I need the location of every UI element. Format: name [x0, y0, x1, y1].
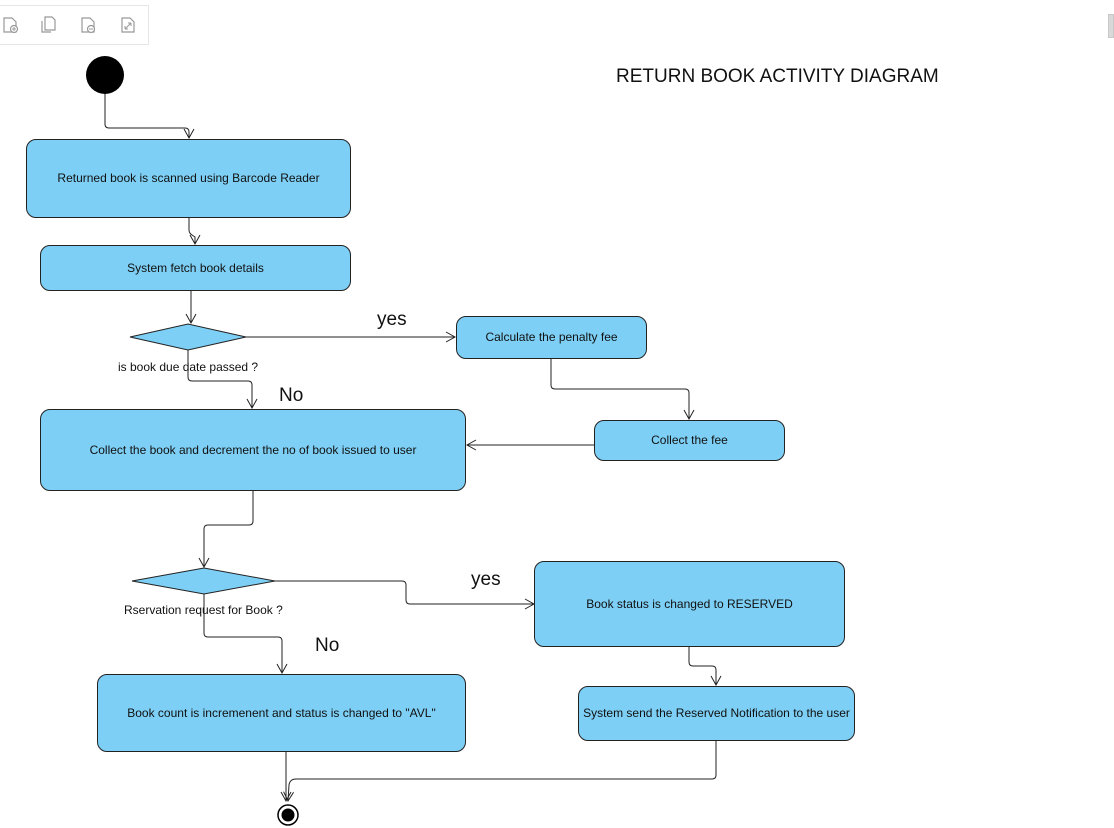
edge-res-yes [275, 580, 536, 610]
action-label: Book count is incremenent and status is … [127, 705, 436, 720]
copy-page-icon[interactable] [39, 15, 59, 35]
edge-penalty-fee [550, 358, 695, 421]
edge-res-no [203, 594, 288, 675]
action-calculate-penalty[interactable]: Calculate the penalty fee [456, 316, 647, 359]
decision-due-date[interactable] [129, 323, 247, 351]
edge-label-due-no: No [279, 385, 304, 406]
toolbar [0, 5, 149, 45]
action-label: Collect the fee [651, 433, 728, 448]
resize-page-icon[interactable] [119, 15, 139, 35]
action-label: Returned book is scanned using Barcode R… [57, 171, 320, 186]
action-collect-fee[interactable]: Collect the fee [594, 420, 785, 461]
edge-scan-fetch [188, 218, 201, 246]
edge-label-res-yes: yes [471, 569, 501, 590]
edge-label-res-no: No [315, 635, 340, 656]
action-scan-book[interactable]: Returned book is scanned using Barcode R… [26, 139, 351, 218]
edge-due-no [187, 350, 258, 410]
initial-node[interactable] [86, 56, 124, 94]
remove-page-icon[interactable] [79, 15, 99, 35]
action-status-reserved[interactable]: Book status is changed to RESERVED [534, 561, 845, 647]
action-label: Book status is changed to RESERVED [586, 596, 793, 611]
action-increment-count[interactable]: Book count is incremenent and status is … [97, 674, 466, 752]
edge-reserved-notify [688, 646, 722, 687]
action-label: System fetch book details [127, 260, 264, 275]
edge-collect-decision2 [198, 490, 254, 569]
decision-due-date-label: is book due date passed ? [118, 360, 259, 374]
action-fetch-details[interactable]: System fetch book details [40, 245, 351, 291]
action-label: Collect the book and decrement the no of… [89, 442, 417, 457]
action-label: Calculate the penalty fee [485, 330, 618, 345]
action-label: System send the Reserved Notification to… [583, 706, 850, 721]
final-node-dot [281, 808, 295, 822]
edge-label-due-yes: yes [377, 309, 407, 330]
decision-reservation[interactable] [131, 567, 276, 595]
diagram-title: RETURN BOOK ACTIVITY DIAGRAM [616, 66, 939, 87]
action-collect-book[interactable]: Collect the book and decrement the no of… [40, 409, 466, 491]
edge-notify-final [283, 740, 717, 803]
action-send-notification[interactable]: System send the Reserved Notification to… [578, 686, 855, 741]
edge-start-scan [104, 94, 195, 140]
decision-reservation-label: Rservation request for Book ? [124, 603, 283, 617]
new-page-icon[interactable] [2, 15, 22, 35]
